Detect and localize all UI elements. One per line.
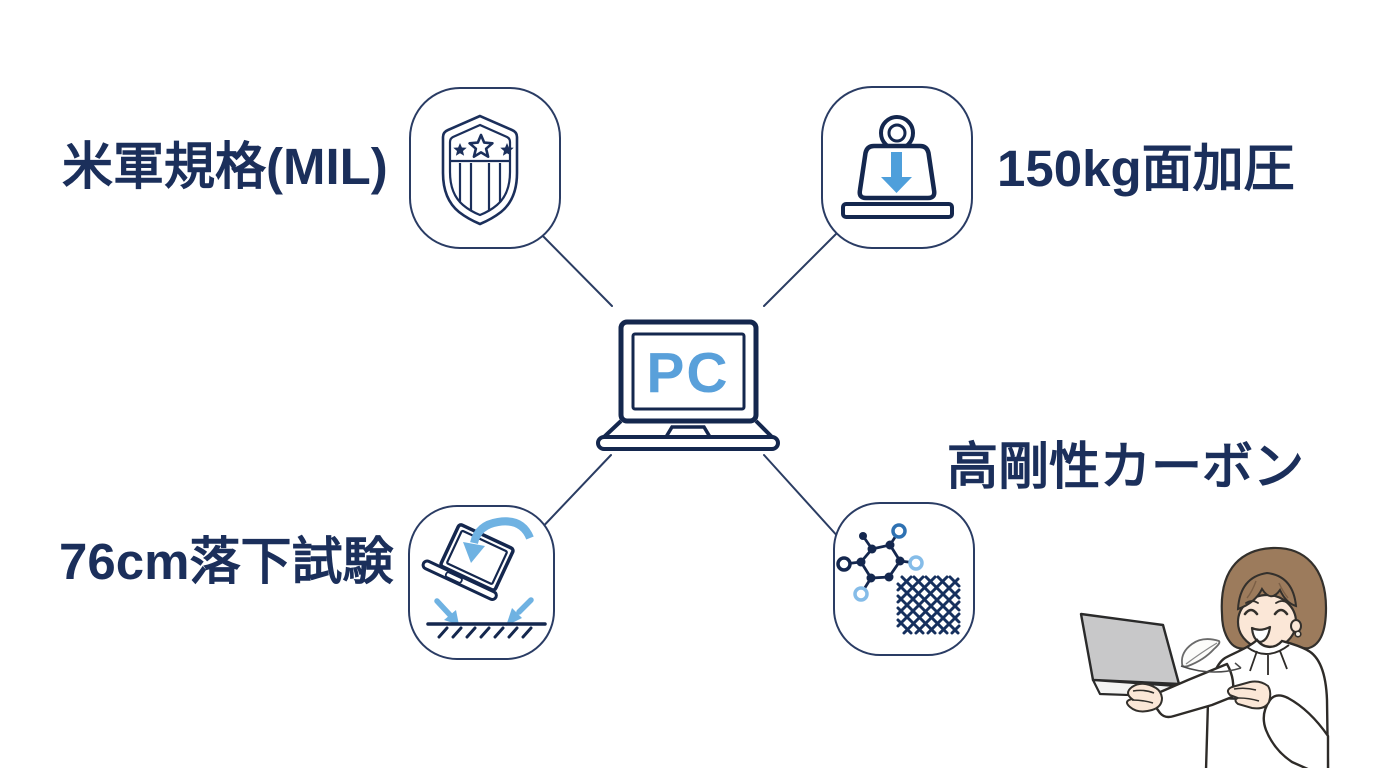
- connector-top-right: [763, 229, 841, 307]
- smiling-mouth: [1250, 625, 1272, 644]
- molecule: [836, 523, 924, 602]
- pc-label: PC: [646, 341, 729, 405]
- ear: [1290, 619, 1302, 633]
- neckline-pleats: [1246, 644, 1290, 675]
- ground: [426, 622, 547, 639]
- fiber-weave: [896, 575, 961, 635]
- down-arrow: [881, 152, 912, 193]
- center-star: [468, 133, 494, 158]
- right-hand: [1226, 680, 1272, 710]
- drop-test-icon: [408, 505, 555, 660]
- eyebrows: [1245, 600, 1289, 604]
- weight-pressure-icon: [821, 86, 973, 249]
- bangs: [1236, 571, 1298, 611]
- laptop-icon: PC: [596, 319, 780, 451]
- feature-label-drop-test: 76cm落下試験: [59, 533, 394, 590]
- feather: [1180, 638, 1242, 673]
- military-shield-icon: [409, 87, 561, 249]
- right-star: [500, 143, 514, 156]
- woman-illustration: [1079, 546, 1330, 768]
- right-sleeve: [1262, 694, 1330, 768]
- left-star: [453, 143, 467, 156]
- feature-label-mil-spec: 米軍規格(MIL): [62, 138, 388, 195]
- earring: [1294, 630, 1302, 638]
- curved-arrow: [470, 517, 534, 545]
- left-hand: [1126, 682, 1164, 713]
- impact-arrows: [434, 597, 534, 626]
- falling-laptop: [421, 523, 515, 601]
- carbon-fiber-icon: [833, 502, 975, 656]
- connector-bottom-left: [534, 454, 612, 536]
- connector-top-left: [534, 227, 613, 307]
- closed-eyes: [1243, 608, 1289, 616]
- feature-label-pressure: 150kg面加圧: [997, 140, 1295, 197]
- feature-label-carbon: 高剛性カーボン: [947, 438, 1305, 495]
